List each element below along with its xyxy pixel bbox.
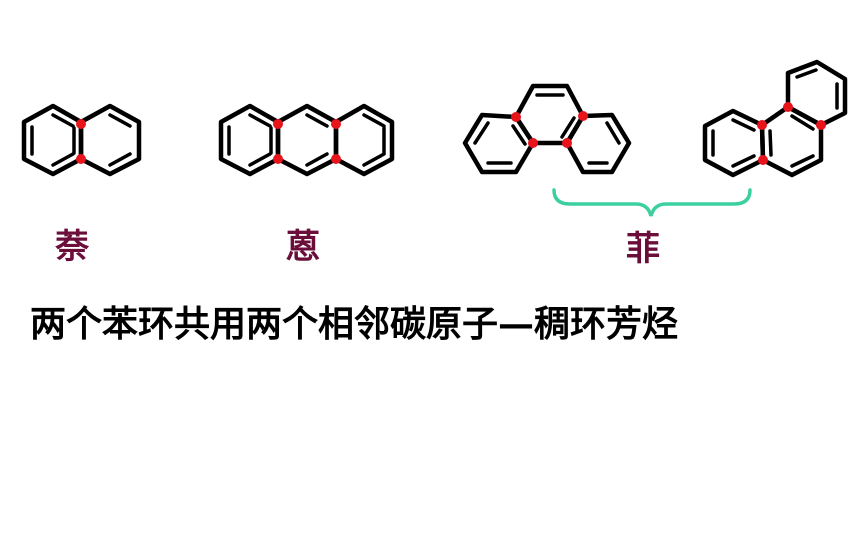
anthracene-structure [218, 103, 395, 177]
label-phenanthrene: 菲 [626, 229, 660, 269]
label-naphthalene: 萘 [55, 227, 89, 267]
label-anthracene: 蒽 [286, 227, 320, 267]
phenanthrene-structure-1 [462, 83, 632, 175]
fused-ring-definition: 两个苯环共用两个相邻碳原子—稠环芳烃 [30, 303, 679, 345]
shared-carbon-dots [76, 102, 826, 165]
phenanthrene-structure-2 [702, 59, 848, 178]
curly-brace [552, 188, 752, 217]
